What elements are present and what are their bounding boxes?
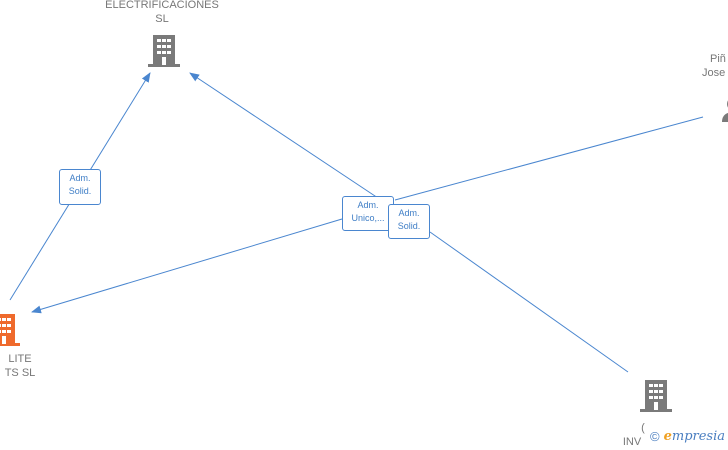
edge-label-center-b-line2: Solid. [397,221,421,231]
edge-label-center-b[interactable]: Adm. Solid. [388,204,430,239]
edge-center-to-left [31,218,343,314]
edge-center-to-top [189,72,379,199]
node-label-right-top-line2: Jose [702,67,726,79]
edge-label-center-b-line1: Adm. [398,208,420,218]
edge-label-left-line1: Adm. [69,173,91,183]
building-icon[interactable] [0,314,20,346]
edge-label-center-a-line2: Unico,... [351,213,385,223]
person-icon[interactable] [722,97,728,122]
node-label-bottom-right: ( INV [612,421,652,449]
watermark: © empresia [650,429,725,444]
node-label-bottom-right-line2: INV [622,436,642,448]
empresia-logo-e: e [663,429,672,444]
node-label-left-line1: LITE [8,353,32,365]
edge-label-center-a-line1: Adm. [357,200,379,210]
edge-center-to-bottom-right [429,231,629,373]
node-label-right-top: Piñ Jose [700,52,728,80]
empresia-logo: empresia [664,429,725,444]
empresia-logo-text: mpresia [671,429,726,444]
node-label-left-line2: TS SL [4,367,36,379]
edge-label-left[interactable]: Adm. Solid. [59,169,101,205]
edge-label-center-a[interactable]: Adm. Unico,... [342,196,394,231]
node-label-left: LITE TS SL [0,352,42,380]
node-label-top-line2: SL [155,13,169,25]
node-label-right-top-line1: Piñ [710,53,726,65]
node-label-bottom-right-line1: ( [641,422,645,434]
edge-label-left-line2: Solid. [68,186,92,196]
edge-right-to-center [394,116,704,201]
node-label-top: ELECTRIFICACIONES SL [100,0,224,26]
copyright-symbol: © [650,429,660,444]
node-label-top-line1: ELECTRIFICACIONES [105,0,219,11]
building-icon[interactable] [640,380,672,412]
building-icon[interactable] [148,35,180,67]
